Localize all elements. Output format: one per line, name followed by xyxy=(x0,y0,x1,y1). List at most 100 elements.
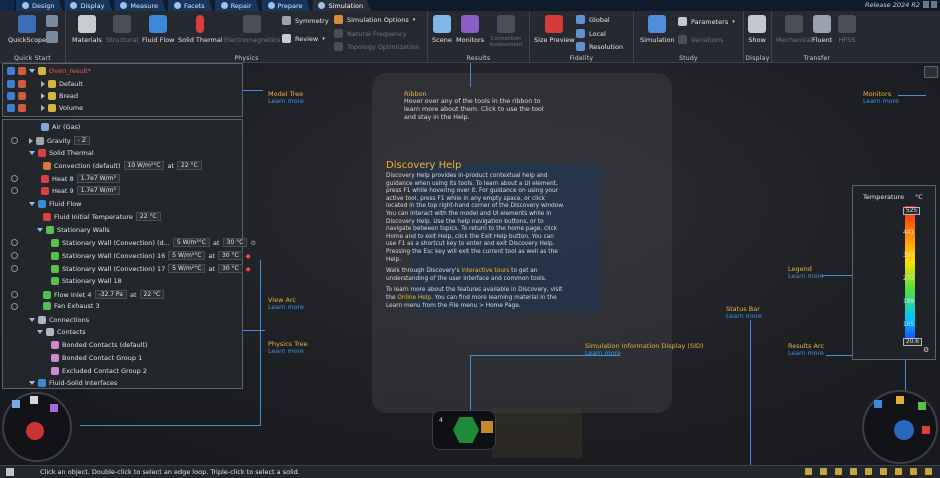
selection-filter-icon[interactable] xyxy=(910,468,917,475)
selection-filter-icon[interactable] xyxy=(925,468,932,475)
convection-coefficient-field[interactable]: 10 W/m²°C xyxy=(123,161,165,170)
online-help-link[interactable]: Online Help xyxy=(397,294,432,301)
quickstart-grid-icon[interactable] xyxy=(46,31,58,43)
learn-more-link[interactable]: Learn more xyxy=(268,304,304,311)
tree-row-excluded-group2[interactable]: Excluded Contact Group 2 xyxy=(51,367,147,375)
learn-more-link[interactable]: Learn more xyxy=(585,350,621,357)
tree-row-gravity[interactable]: Gravity- Z xyxy=(11,136,90,145)
mechanical-button[interactable]: Mechanical xyxy=(776,15,813,44)
simulation-button[interactable]: Simulation xyxy=(640,15,675,44)
solve-button[interactable] xyxy=(894,420,914,440)
visibility-icon[interactable] xyxy=(7,92,15,100)
results-icon[interactable] xyxy=(874,400,882,408)
minimize-icon[interactable] xyxy=(931,1,937,8)
materials-button[interactable]: Materials xyxy=(72,15,102,44)
inlet-temp-field[interactable]: 22 °C xyxy=(139,290,165,299)
tree-row-connections[interactable]: Connections xyxy=(29,316,89,324)
electromagnetics-button[interactable]: Electromagnetics xyxy=(224,15,280,44)
home-icon[interactable] xyxy=(30,396,38,404)
visibility-icon[interactable] xyxy=(7,80,15,88)
learn-more-link[interactable]: Learn more xyxy=(268,98,304,105)
quickscope-button[interactable]: QuickScope xyxy=(8,15,46,44)
structural-button[interactable]: Structural xyxy=(106,15,138,44)
visibility-icon[interactable] xyxy=(7,104,15,112)
review-button[interactable]: Review▾ xyxy=(282,34,325,43)
model-tree-root[interactable]: Oven_result* xyxy=(7,67,91,75)
help-icon[interactable] xyxy=(923,1,929,8)
view-arc[interactable] xyxy=(2,392,72,462)
learn-more-link[interactable]: Learn more xyxy=(788,273,824,280)
tree-row-solid-thermal[interactable]: Solid Thermal xyxy=(29,149,94,157)
pin-icon[interactable]: ◆ xyxy=(245,264,251,273)
tree-row-stationary-walls[interactable]: Stationary Walls xyxy=(37,226,110,234)
legend-min[interactable]: 20.6 xyxy=(903,338,922,346)
monitors-button[interactable]: Monitors xyxy=(456,15,484,44)
wall-coefficient-field[interactable]: 5 W/m²°C xyxy=(168,264,206,273)
expand-icon[interactable] xyxy=(41,105,45,111)
connection-assessment-button[interactable]: Connection Assessment xyxy=(488,15,524,48)
expand-icon[interactable] xyxy=(29,137,33,144)
gear-icon[interactable]: ⚙ xyxy=(250,238,257,247)
wall-coefficient-field[interactable]: 5 W/m²°C xyxy=(172,238,210,247)
probe-icon[interactable] xyxy=(922,426,930,434)
lock-icon[interactable] xyxy=(18,92,26,100)
model-tree-item[interactable]: Volume xyxy=(7,104,83,112)
suppress-toggle[interactable] xyxy=(11,291,18,298)
wall-temp-field[interactable]: 30 °C xyxy=(217,251,243,260)
tree-row-wall18[interactable]: Stationary Wall 18 xyxy=(11,277,122,285)
lock-icon[interactable] xyxy=(18,80,26,88)
expand-icon[interactable] xyxy=(37,330,43,334)
pin-icon[interactable]: ◆ xyxy=(245,251,251,260)
tab-measure[interactable]: Measure xyxy=(114,0,167,11)
legend-max[interactable]: 525 xyxy=(903,207,921,215)
legend-unit[interactable]: °C xyxy=(915,193,923,201)
results-arc[interactable] xyxy=(862,390,938,464)
gravity-direction-field[interactable]: - Z xyxy=(73,136,90,145)
symmetry-button[interactable]: Symmetry xyxy=(282,16,329,25)
heat9-value-field[interactable]: 1.7e7 W/m³ xyxy=(76,186,120,195)
size-preview-button[interactable]: Size Preview xyxy=(534,15,575,44)
expand-icon[interactable] xyxy=(37,228,43,232)
expand-icon[interactable] xyxy=(29,318,35,322)
selection-filter-icon[interactable] xyxy=(850,468,857,475)
sid-solver-icon[interactable] xyxy=(481,421,493,433)
tab-repair[interactable]: Repair xyxy=(214,0,260,11)
selection-filter-icon[interactable] xyxy=(895,468,902,475)
tab-facets[interactable]: Facets xyxy=(168,0,213,11)
lock-icon[interactable] xyxy=(18,67,26,75)
selection-filter-icon[interactable] xyxy=(835,468,842,475)
model-tree-item[interactable]: Default xyxy=(7,80,83,88)
topology-optimization-button[interactable]: Topology Optimization xyxy=(334,42,419,51)
variations-button[interactable]: Variations xyxy=(678,35,723,44)
view-icon[interactable] xyxy=(12,400,20,408)
streamline-icon[interactable] xyxy=(918,402,926,410)
lock-icon[interactable] xyxy=(18,104,26,112)
visibility-icon[interactable] xyxy=(7,67,15,75)
fluent-button[interactable]: Fluent xyxy=(812,15,832,44)
suppress-toggle[interactable] xyxy=(11,265,18,272)
heat8-value-field[interactable]: 1.7e7 W/m³ xyxy=(76,174,120,183)
wall-temp-field[interactable]: 30 °C xyxy=(217,264,243,273)
tab-prepare[interactable]: Prepare xyxy=(261,0,311,11)
thermal-view-icon[interactable] xyxy=(26,422,44,440)
learn-more-link[interactable]: Learn more xyxy=(863,98,899,105)
select-mode-icon[interactable] xyxy=(6,468,14,476)
fluid-flow-button[interactable]: Fluid Flow xyxy=(142,15,175,44)
cube-icon[interactable] xyxy=(50,404,58,412)
expand-icon[interactable] xyxy=(29,202,35,206)
quickstart-list-icon[interactable] xyxy=(46,15,58,27)
tree-row-fluid-flow[interactable]: Fluid Flow xyxy=(29,200,82,208)
local-button[interactable]: Local xyxy=(576,29,606,38)
suppress-toggle[interactable] xyxy=(11,239,18,246)
tree-row-contacts[interactable]: Contacts xyxy=(37,328,86,336)
wall-coefficient-field[interactable]: 5 W/m²°C xyxy=(168,251,206,260)
suppress-toggle[interactable] xyxy=(11,302,18,310)
global-button[interactable]: Global xyxy=(576,15,610,24)
expand-icon[interactable] xyxy=(29,69,35,73)
fluid-init-temp-field[interactable]: 22 °C xyxy=(135,212,161,221)
